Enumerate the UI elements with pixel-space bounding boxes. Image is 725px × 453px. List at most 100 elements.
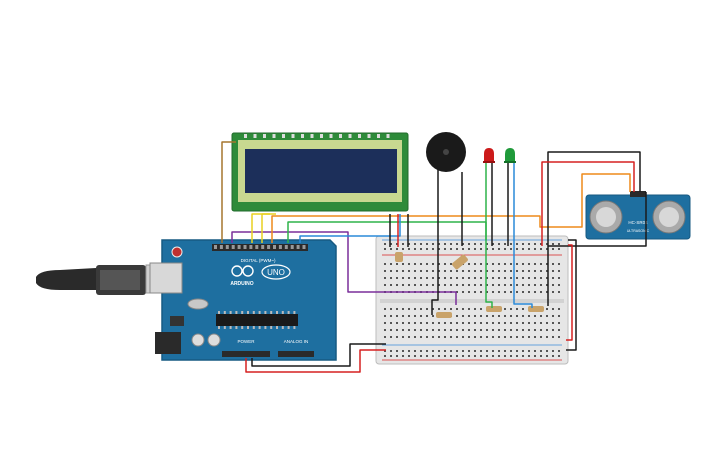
breadboard-hole xyxy=(444,355,446,357)
breadboard-hole xyxy=(456,277,458,279)
breadboard-hole xyxy=(450,263,452,265)
breadboard-hole xyxy=(528,263,530,265)
breadboard-hole xyxy=(540,350,542,352)
breadboard-hole xyxy=(522,291,524,293)
breadboard-hole xyxy=(504,329,506,331)
breadboard-hole xyxy=(408,329,410,331)
breadboard-hole xyxy=(384,315,386,317)
breadboard-hole xyxy=(462,291,464,293)
breadboard-hole xyxy=(390,243,392,245)
breadboard-hole xyxy=(510,350,512,352)
breadboard-hole xyxy=(516,308,518,310)
breadboard-hole xyxy=(474,243,476,245)
breadboard-hole xyxy=(558,336,560,338)
breadboard-hole xyxy=(414,350,416,352)
breadboard-hole xyxy=(486,243,488,245)
breadboard-hole xyxy=(396,243,398,245)
wire-lcd-brown xyxy=(221,141,236,243)
breadboard-hole xyxy=(432,329,434,331)
breadboard-hole xyxy=(414,355,416,357)
breadboard-hole xyxy=(420,308,422,310)
breadboard-hole xyxy=(384,322,386,324)
breadboard-hole xyxy=(498,329,500,331)
breadboard-hole xyxy=(384,270,386,272)
breadboard-hole xyxy=(534,315,536,317)
breadboard-hole xyxy=(432,322,434,324)
breadboard-hole xyxy=(534,284,536,286)
breadboard-hole xyxy=(390,248,392,250)
breadboard-hole xyxy=(546,315,548,317)
breadboard-hole xyxy=(474,263,476,265)
chip-pin xyxy=(270,326,273,329)
breadboard-hole xyxy=(396,315,398,317)
breadboard-hole xyxy=(390,263,392,265)
breadboard-hole xyxy=(456,308,458,310)
wire-sensor-black xyxy=(547,151,641,246)
breadboard-hole xyxy=(516,291,518,293)
breadboard-hole xyxy=(432,243,434,245)
breadboard-hole xyxy=(552,336,554,338)
breadboard-hole xyxy=(432,248,434,250)
digital-pin xyxy=(290,245,294,249)
lcd-pin xyxy=(367,134,371,138)
breadboard-hole xyxy=(468,322,470,324)
breadboard-hole xyxy=(402,322,404,324)
chip-pin xyxy=(281,311,284,314)
reset-button xyxy=(171,246,183,258)
breadboard-hole xyxy=(516,270,518,272)
breadboard-hole xyxy=(486,329,488,331)
breadboard-hole xyxy=(414,270,416,272)
breadboard-hole xyxy=(510,277,512,279)
lcd-pin xyxy=(377,134,380,138)
breadboard-hole xyxy=(420,284,422,286)
breadboard-hole xyxy=(546,322,548,324)
digital-label: DIGITAL (PWM~) xyxy=(241,258,276,263)
breadboard-hole xyxy=(438,308,440,310)
breadboard-hole xyxy=(480,243,482,245)
breadboard-hole xyxy=(432,355,434,357)
breadboard-hole xyxy=(402,248,404,250)
piezo-buzzer xyxy=(426,132,466,172)
breadboard-hole xyxy=(510,315,512,317)
lcd-pin xyxy=(386,134,390,138)
breadboard-hole xyxy=(510,291,512,293)
breadboard-hole xyxy=(408,308,410,310)
breadboard-hole xyxy=(540,315,542,317)
breadboard-hole xyxy=(444,270,446,272)
wire-red-led-leg xyxy=(485,163,493,308)
breadboard-hole xyxy=(420,350,422,352)
breadboard-hole xyxy=(522,284,524,286)
breadboard-hole xyxy=(414,308,416,310)
breadboard-hole xyxy=(432,315,434,317)
digital-pin xyxy=(231,245,235,249)
breadboard-hole xyxy=(498,322,500,324)
breadboard-hole xyxy=(510,308,512,310)
arduino-logo: ARDUINO xyxy=(230,265,254,287)
breadboard-hole xyxy=(432,284,434,286)
breadboard-hole xyxy=(480,329,482,331)
breadboard-hole xyxy=(534,270,536,272)
breadboard-hole xyxy=(504,336,506,338)
breadboard-hole xyxy=(558,315,560,317)
breadboard-hole xyxy=(522,308,524,310)
breadboard-hole xyxy=(468,329,470,331)
breadboard-hole xyxy=(504,277,506,279)
breadboard-hole xyxy=(432,350,434,352)
lcd-pins xyxy=(244,134,390,138)
breadboard-hole xyxy=(546,284,548,286)
breadboard-hole xyxy=(504,248,506,250)
digital-header xyxy=(212,244,308,251)
breadboard-hole xyxy=(540,277,542,279)
breadboard-hole xyxy=(498,350,500,352)
breadboard-hole xyxy=(402,270,404,272)
breadboard-hole xyxy=(462,243,464,245)
breadboard-hole xyxy=(408,243,410,245)
breadboard-hole xyxy=(534,277,536,279)
chip-pin xyxy=(287,311,290,314)
breadboard-hole xyxy=(450,277,452,279)
digital-pin xyxy=(278,245,282,249)
breadboard-hole xyxy=(528,355,530,357)
breadboard-hole xyxy=(504,322,506,324)
breadboard-hole xyxy=(492,284,494,286)
breadboard-hole xyxy=(540,322,542,324)
